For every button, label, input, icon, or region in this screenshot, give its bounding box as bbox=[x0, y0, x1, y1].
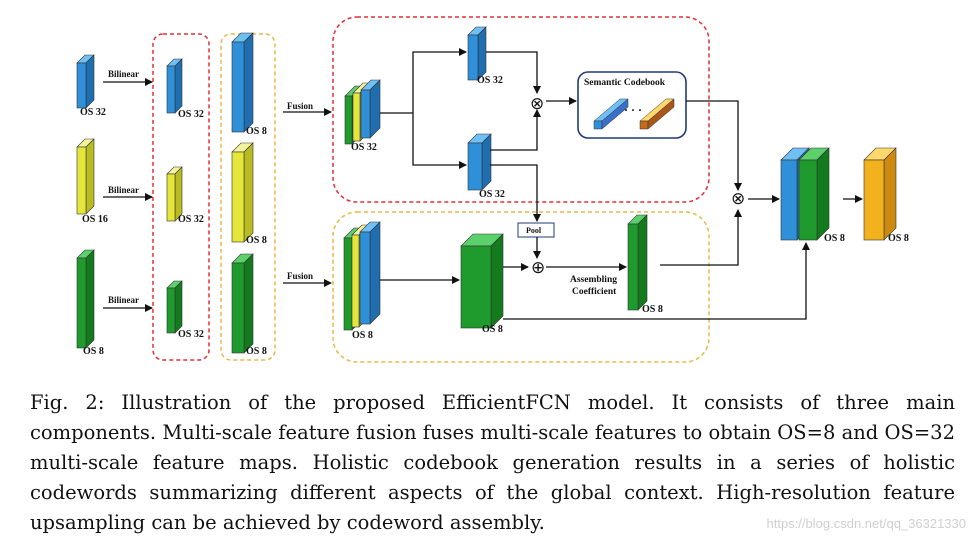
label-fusion-top: Fusion bbox=[287, 101, 313, 111]
arrow-coefficient-to-multiply bbox=[660, 209, 742, 266]
label-os32-fused: OS 32 bbox=[351, 142, 377, 153]
multiply-icon-top: ⊗ bbox=[530, 94, 544, 114]
figure-caption: Fig. 2: Illustration of the proposed Eff… bbox=[30, 391, 955, 534]
label-assembling: Assembling bbox=[570, 275, 617, 285]
upsampled-os32-block-3 bbox=[166, 280, 183, 334]
label-pool: Pool bbox=[526, 226, 542, 235]
upsampled-os8-block bbox=[460, 233, 504, 329]
label-bilinear-1: Bilinear bbox=[108, 69, 139, 79]
output-os8-block bbox=[863, 147, 897, 241]
arrow-split-bottom bbox=[412, 113, 467, 169]
label-os32-up2: OS 32 bbox=[178, 214, 204, 225]
label-os32-branch-top: OS 32 bbox=[477, 75, 503, 86]
label-coefficient: Coefficient bbox=[572, 287, 617, 297]
label-os32-up1: OS 32 bbox=[178, 109, 204, 120]
label-os8-f1: OS 8 bbox=[246, 126, 267, 137]
label-os8-coefficient: OS 8 bbox=[642, 304, 663, 315]
input-os8-block bbox=[76, 249, 95, 349]
label-os32-branch-bottom: OS 32 bbox=[479, 189, 505, 200]
fused-os8-blue bbox=[359, 221, 381, 325]
upsampled-os32-block-2 bbox=[166, 166, 183, 222]
os8-feature-block-1 bbox=[231, 32, 254, 133]
input-os16-block bbox=[76, 138, 95, 215]
multiply-icon-right: ⊗ bbox=[731, 189, 745, 209]
upsampling-box bbox=[332, 211, 710, 363]
watermark: https://blog.csdn.net/qq_36321330 bbox=[766, 516, 967, 531]
codeword-orange-bar bbox=[639, 98, 675, 130]
assembling-coefficient-block bbox=[627, 214, 648, 311]
arrow-bottom-to-multiply bbox=[490, 109, 541, 151]
label-semantic-codebook: Semantic Codebook bbox=[584, 78, 666, 88]
label-os32-input: OS 32 bbox=[80, 107, 106, 118]
label-bilinear-3: Bilinear bbox=[108, 295, 139, 305]
label-os8-f2: OS 8 bbox=[246, 235, 267, 246]
label-os8-input: OS 8 bbox=[83, 346, 104, 357]
label-os32-up3: OS 32 bbox=[178, 329, 204, 340]
label-os8-f3: OS 8 bbox=[246, 346, 267, 357]
codebook-generation-box bbox=[332, 16, 710, 203]
arrow-top-to-multiply bbox=[486, 51, 541, 94]
efficientfcn-diagram: OS 32 OS 16 OS 8 Bilinear Bilinear Bilin… bbox=[76, 16, 909, 363]
label-os8-upsample: OS 8 bbox=[482, 324, 503, 335]
os8-feature-block-3 bbox=[231, 253, 254, 354]
label-codebook-ellipsis: · · · bbox=[624, 103, 642, 117]
os8-feature-block-2 bbox=[231, 142, 254, 243]
arrow-skip-to-result bbox=[503, 242, 810, 320]
label-os16-input: OS 16 bbox=[82, 214, 108, 225]
result-green-block bbox=[798, 147, 830, 241]
codeword-blue-bar bbox=[593, 98, 629, 130]
input-os32-block bbox=[76, 54, 95, 109]
label-os8-fused: OS 8 bbox=[352, 330, 373, 341]
pool-box bbox=[517, 222, 555, 238]
label-os8-output: OS 8 bbox=[888, 233, 909, 244]
label-fusion-bottom: Fusion bbox=[287, 271, 313, 281]
upsampled-os32-block-1 bbox=[166, 58, 183, 114]
branch-os32-top-block bbox=[467, 26, 487, 81]
bilinear-outputs-box bbox=[152, 33, 210, 361]
arrow-split-top bbox=[412, 48, 467, 113]
label-bilinear-2: Bilinear bbox=[108, 185, 139, 195]
add-icon: ⊕ bbox=[531, 258, 545, 278]
branch-os32-bottom-block bbox=[467, 133, 492, 191]
arrow-codebook-to-multiply bbox=[686, 100, 742, 191]
label-os8-result: OS 8 bbox=[824, 233, 845, 244]
arrow-bottom-to-pool bbox=[490, 164, 541, 222]
fused-os32-blue bbox=[360, 79, 381, 139]
